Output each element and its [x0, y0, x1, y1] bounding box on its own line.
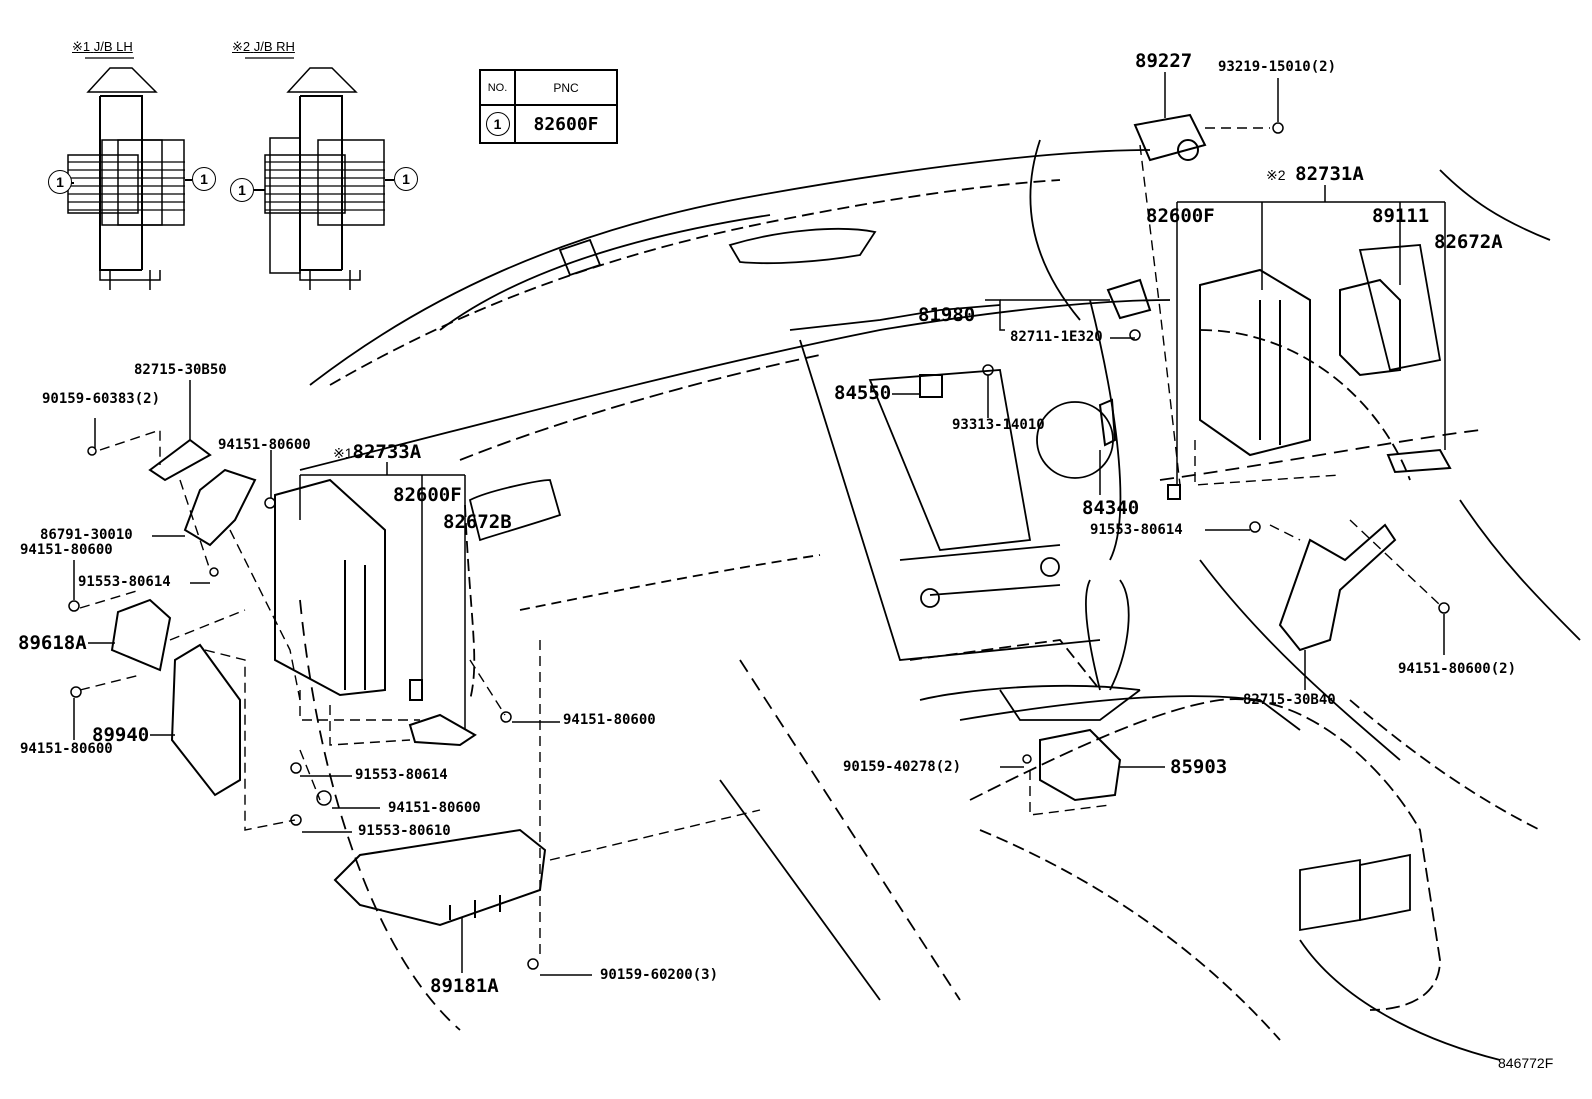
part-label-82711-1E320[interactable]: 82711-1E320: [1010, 329, 1103, 345]
part-label-86791-30010[interactable]: 86791-30010: [40, 527, 133, 543]
part-label-91553-80614-b[interactable]: 91553-80614: [355, 767, 448, 783]
part-label-82600F-right[interactable]: 82600F: [1146, 205, 1215, 227]
part-label-82672A[interactable]: 82672A: [1434, 231, 1503, 253]
part-label-94151-80600-b[interactable]: 94151-80600: [20, 542, 113, 558]
part-label-85903[interactable]: 85903: [1170, 756, 1228, 778]
part-89111-shape: [1339, 278, 1401, 377]
callout-1-lh-right: 1: [192, 167, 216, 191]
leader-lines: [73, 72, 1446, 976]
part-label-82731A[interactable]: ※2 82731A: [1266, 165, 1364, 184]
part-label-89940[interactable]: 89940: [92, 724, 150, 746]
callout-1-lh-left: 1: [48, 170, 72, 194]
dashboard-outline: [299, 139, 1581, 1061]
drawing-code: 846772F: [1498, 1055, 1554, 1071]
part-label-91553-80614-right[interactable]: 91553-80614: [1090, 522, 1183, 538]
part-82731A-shape: [1199, 268, 1311, 457]
assembly-dashed-lines: [79, 127, 1441, 960]
inset-jb-lh-header: ※1 J/B LH: [72, 40, 133, 53]
part-label-89227[interactable]: 89227: [1135, 50, 1193, 72]
part-label-93313-14010[interactable]: 93313-14010: [952, 417, 1045, 433]
callout-number: 1: [485, 112, 510, 136]
inset-title: J/B LH: [93, 39, 133, 54]
part-label-91553-80614-a[interactable]: 91553-80614: [78, 574, 171, 590]
part-84340-shape: [1098, 398, 1117, 447]
part-85903-shape: [1039, 728, 1122, 802]
table-header-row: NO. PNC: [479, 69, 618, 106]
part-label-94151-80600-2-right[interactable]: 94151-80600(2): [1398, 661, 1517, 677]
part-89940-shape: [170, 643, 241, 797]
part-label-82733A[interactable]: ※182733A: [333, 443, 421, 462]
part-86791-shape: [183, 468, 257, 547]
part-89181A-shape: [333, 828, 547, 927]
part-89227-shape: [1133, 113, 1207, 162]
inset-title: J/B RH: [253, 39, 295, 54]
header-no: NO.: [479, 69, 516, 106]
callout-1-rh-right: 1: [394, 167, 418, 191]
part-82600F-l-shape: [409, 679, 423, 701]
part-label-84550[interactable]: 84550: [834, 382, 892, 404]
part-label-94151-80600-a[interactable]: 94151-80600: [218, 437, 311, 453]
part-89618A-shape: [110, 598, 172, 672]
part-label-82600F-left[interactable]: 82600F: [393, 484, 462, 506]
part-label-81980[interactable]: 81980: [918, 304, 976, 326]
note-mark: ※2: [232, 39, 251, 54]
part-82715-30B40-shape: [1278, 523, 1397, 652]
part-label-90159-40278[interactable]: 90159-40278(2): [843, 759, 962, 775]
part-label-89618A[interactable]: 89618A: [18, 632, 87, 654]
part-82672A-shape: [1386, 448, 1452, 474]
part-label-84340[interactable]: 84340: [1082, 497, 1140, 519]
part-label-82715-30B50[interactable]: 82715-30B50: [134, 362, 227, 378]
part-label-89181A[interactable]: 89181A: [430, 975, 499, 997]
pnc-value: 82600F: [514, 104, 618, 144]
part-81980-shape: [1106, 278, 1152, 320]
callout-1-rh-left: 1: [230, 178, 254, 202]
part-label-91553-80610[interactable]: 91553-80610: [358, 823, 451, 839]
part-label-82672B[interactable]: 82672B: [443, 511, 512, 533]
part-82733A-shape: [274, 478, 386, 697]
part-label-94151-80600-c[interactable]: 94151-80600: [20, 741, 113, 757]
part-84550-shape: [919, 374, 943, 398]
part-82715-30B50-shape: [148, 438, 212, 482]
part-82600F-r-shape: [1167, 484, 1181, 500]
part-82672B-shape: [408, 713, 477, 747]
part-label-93219-15010[interactable]: 93219-15010(2): [1218, 59, 1337, 75]
header-pnc: PNC: [514, 69, 618, 106]
fasteners: [68, 122, 1450, 970]
part-number: 82733A: [352, 441, 422, 463]
part-label-90159-60383[interactable]: 90159-60383(2): [42, 391, 161, 407]
inset-jb-rh-header: ※2 J/B RH: [232, 40, 295, 53]
part-label-90159-60200[interactable]: 90159-60200(3): [600, 967, 719, 983]
pnc-legend-table: NO. PNC 1 82600F: [479, 69, 618, 144]
part-label-94151-80600-d[interactable]: 94151-80600: [563, 712, 656, 728]
part-label-82715-30B40[interactable]: 82715-30B40: [1243, 692, 1336, 708]
part-label-94151-80600-e[interactable]: 94151-80600: [388, 800, 481, 816]
note-mark: ※1: [72, 39, 91, 54]
part-number: 82731A: [1295, 163, 1364, 185]
junction-block-rh-illustration: [254, 67, 394, 290]
table-row: 1 82600F: [479, 104, 618, 144]
junction-block-lh-illustration: [67, 67, 192, 290]
note-mark: ※2: [1266, 167, 1286, 183]
note-mark: ※1: [333, 445, 353, 461]
part-label-89111[interactable]: 89111: [1372, 205, 1430, 227]
